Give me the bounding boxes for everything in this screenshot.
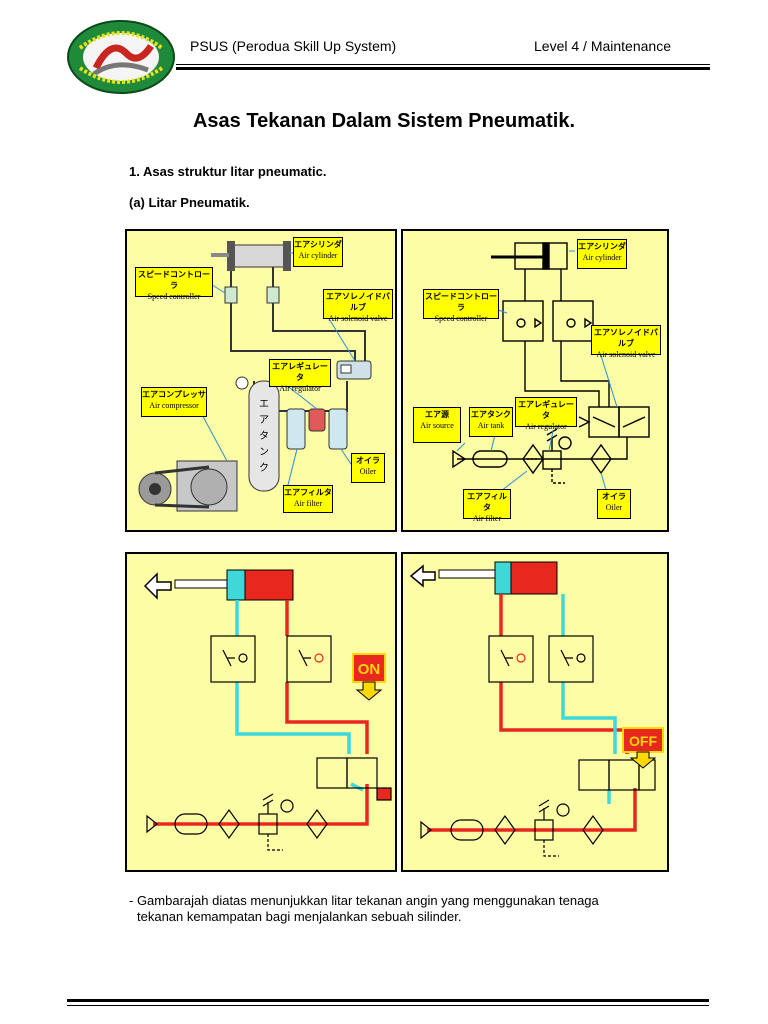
pictorial-circuit-drawing: エ ア タ ン ク xyxy=(138,241,372,512)
subsection-heading: (a) Litar Pneumatik. xyxy=(129,195,250,210)
perodua-logo xyxy=(67,20,175,94)
off-badge xyxy=(622,727,664,753)
header-level: Level 4 / Maintenance xyxy=(534,38,671,54)
footer-rule-thick xyxy=(67,999,709,1002)
section-heading: 1. Asas struktur litar pneumatic. xyxy=(129,164,327,179)
symbolic-circuit-drawing xyxy=(452,242,650,494)
off-badge-label: OFF xyxy=(629,733,657,749)
circuit-off-state-panel: OFF xyxy=(401,552,669,872)
on-badge-label: ON xyxy=(358,661,381,678)
circuit-on-diagram: ON xyxy=(143,569,392,851)
description-line-1: - Gambarajah diatas menunjukkan litar te… xyxy=(129,893,599,908)
svg-text:ア: ア xyxy=(259,415,269,426)
tank-kana: エ xyxy=(259,399,269,410)
arrow-left-icon xyxy=(409,564,436,588)
description-line-2: tekanan kemampatan bagi menjalankan sebu… xyxy=(137,909,462,924)
circuit-on-state-panel: ON xyxy=(125,552,397,872)
header-system-name: PSUS (Perodua Skill Up System) xyxy=(190,38,397,54)
svg-text:ン: ン xyxy=(259,447,269,458)
header-rule-thick xyxy=(176,67,710,70)
circuit-off-diagram: OFF xyxy=(409,561,664,857)
page-title: Asas Tekanan Dalam Sistem Pneumatik. xyxy=(192,110,575,132)
footer-rule xyxy=(67,1005,709,1006)
svg-text:ク: ク xyxy=(259,462,269,474)
description: - Gambarajah diatas menunjukkan litar te… xyxy=(129,893,689,925)
arrow-left-icon xyxy=(143,572,172,600)
header-rule xyxy=(176,64,710,65)
svg-text:タ: タ xyxy=(259,430,269,442)
